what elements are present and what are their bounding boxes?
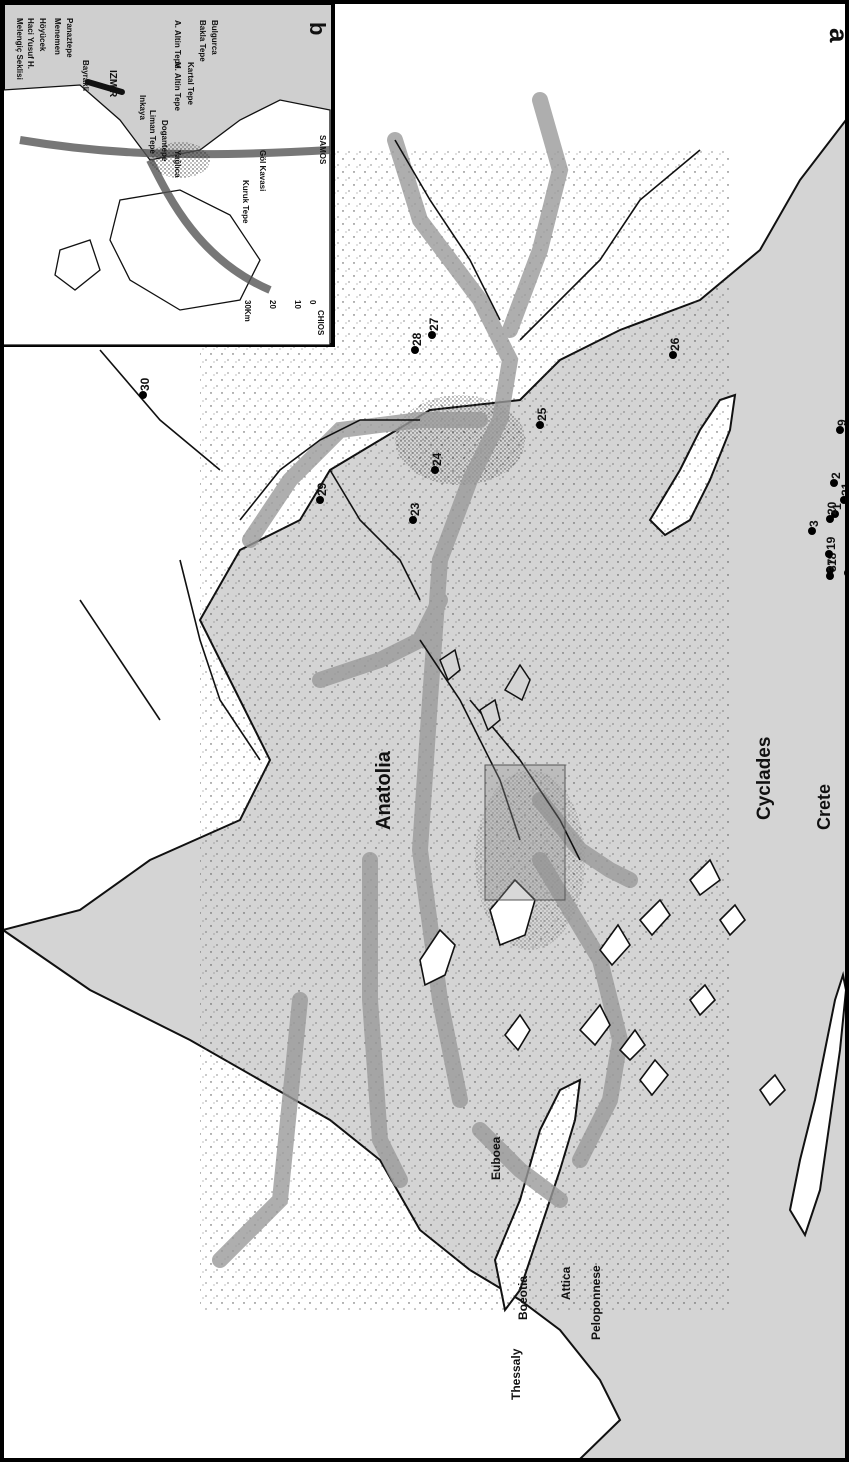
inset-label-panaztepe: Panaztepe xyxy=(65,18,74,58)
site-label-9: 9 xyxy=(835,419,849,426)
site-label-27: 27 xyxy=(427,317,441,331)
study-area-box xyxy=(484,764,566,901)
site-marker-23 xyxy=(409,516,417,524)
site-label-24: 24 xyxy=(430,452,444,466)
inset-scale-20: 20 xyxy=(268,300,277,309)
inset-label-hoyucek: Höyücek xyxy=(38,18,47,52)
inset-label-inkaya: Inkaya xyxy=(138,95,147,120)
site-label-37: 37 xyxy=(825,558,839,572)
region-label-cyclades: Cyclades xyxy=(754,737,775,820)
inset-panel-b xyxy=(1,1,335,347)
inset-scale-30: 30Km xyxy=(243,300,252,322)
site-marker-9 xyxy=(836,426,844,434)
site-markers: 1234567891011121314151617181920212223242… xyxy=(138,317,849,580)
panel-a-label: a xyxy=(824,28,849,43)
inset-label-bayrakli: Bayrakli xyxy=(81,60,90,91)
site-marker-30 xyxy=(139,391,147,399)
rivers xyxy=(79,139,701,861)
inset-label-melengic: Melengiç Seklisi xyxy=(15,18,24,80)
site-label-3: 3 xyxy=(807,520,821,527)
site-marker-25 xyxy=(536,421,544,429)
site-marker-29 xyxy=(316,496,324,504)
inset-label-menemen: Menemen xyxy=(53,18,62,55)
site-label-26: 26 xyxy=(668,337,682,351)
inset-label-kartal-tepe: Kartal Tepe xyxy=(186,62,195,106)
site-label-20: 20 xyxy=(825,501,839,515)
site-marker-2 xyxy=(830,479,838,487)
site-marker-20 xyxy=(826,515,834,523)
site-label-30: 30 xyxy=(138,377,152,391)
inset-label-limantepe: Liman Tepe xyxy=(148,110,157,154)
inset-scale-10: 10 xyxy=(293,300,302,309)
site-marker-26 xyxy=(669,351,677,359)
site-label-25: 25 xyxy=(535,407,549,421)
site-marker-3 xyxy=(808,527,816,535)
inset-label-bakla-tepe: Bakla Tepe xyxy=(198,20,207,62)
region-label-peloponnese: Peloponnese xyxy=(589,1265,603,1340)
region-label-anatolia: Anatolia xyxy=(373,750,395,830)
inset-label-m-altin-tepe: M. Altin Tepe xyxy=(173,62,182,111)
site-label-29: 29 xyxy=(315,482,329,496)
izmir-marker xyxy=(85,79,125,95)
site-label-2: 2 xyxy=(829,472,843,479)
region-label-attica: Attica xyxy=(559,1266,573,1300)
inset-label-yaglica: Yağlıca xyxy=(173,150,182,178)
site-marker-18 xyxy=(826,566,834,574)
site-marker-1 xyxy=(831,510,839,518)
inset-label-bulgurca: Bulgurca xyxy=(210,20,219,55)
site-label-23: 23 xyxy=(408,502,422,516)
region-label-thessaly: Thessaly xyxy=(509,1348,523,1400)
site-marker-24 xyxy=(431,466,439,474)
aegean-islands xyxy=(419,858,787,1107)
site-marker-19 xyxy=(825,550,833,558)
routes xyxy=(212,92,638,1268)
site-marker-27 xyxy=(428,331,436,339)
site-label-19: 19 xyxy=(824,536,838,550)
region-label-crete: Crete xyxy=(814,784,834,830)
region-label-boeotia: Boeotia xyxy=(516,1276,530,1320)
region-label-euboea: Euboea xyxy=(489,1136,503,1180)
inset-label-altin-tepe: A. Altin Tepe xyxy=(173,20,182,69)
site-marker-28 xyxy=(411,346,419,354)
lakes xyxy=(439,648,531,732)
panel-b-label: b xyxy=(305,22,330,35)
crete-island xyxy=(788,971,848,1238)
site-label-28: 28 xyxy=(410,332,424,346)
inset-label-kuruk-tepe: Kuruk Tepe xyxy=(241,180,250,224)
site-label-21: 21 xyxy=(839,482,849,496)
inset-scale-0: 0 xyxy=(308,300,317,305)
inset-label-chios: CHIOS xyxy=(316,310,325,336)
inset-labels: IZMIR Bayrakli SAMOS CHIOS Menemen Panaz… xyxy=(15,18,327,336)
inset-label-dogantepe: Dogantepe xyxy=(160,120,169,162)
site-label-1: 1 xyxy=(830,503,844,510)
site-marker-37 xyxy=(826,572,834,580)
inset-label-samos: SAMOS xyxy=(318,135,327,165)
inset-label-gol-kavasi: Göl Kavasi xyxy=(258,150,267,191)
inset-label-haci-yusuf: Haci Yusuf H. xyxy=(26,18,35,69)
inset-label-izmir: IZMIR xyxy=(107,70,118,98)
